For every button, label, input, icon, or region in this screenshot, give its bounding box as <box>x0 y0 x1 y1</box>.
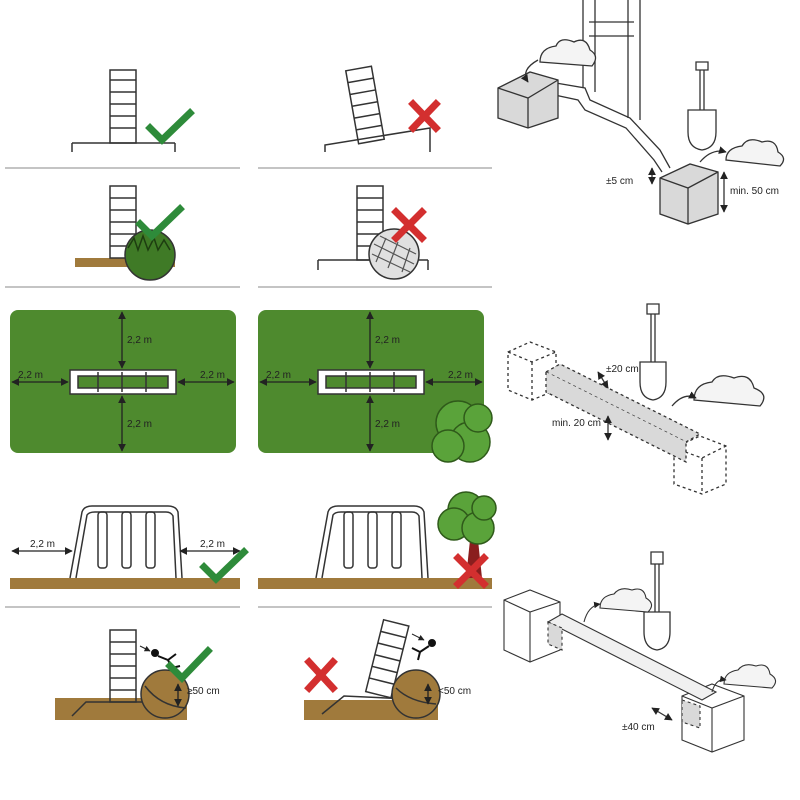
check-icon <box>199 547 249 584</box>
beam-depth-label: min. 20 cm <box>552 418 601 429</box>
level-ground-ok <box>71 69 195 152</box>
tree-icon <box>437 491 497 545</box>
beam-trench <box>507 303 765 495</box>
soil-pile-icon <box>693 375 765 407</box>
cross-icon <box>453 553 489 589</box>
climbing-frame <box>109 629 137 703</box>
fall-zone-ok: ≥50 cm <box>55 629 220 720</box>
swing-right-clear-label: 2,2 m <box>200 539 225 550</box>
clearance-top-label: 2,2 m <box>375 335 400 346</box>
row-dividers <box>5 167 492 608</box>
anchor-offset-label: ±5 cm <box>606 176 633 187</box>
climbing-frame <box>364 618 410 699</box>
check-icon <box>135 204 185 241</box>
beam-concrete <box>547 621 563 651</box>
grass-surface-ok <box>75 185 185 281</box>
hard-surface-bad <box>317 185 429 280</box>
trench-offset-label: ±40 cm <box>622 722 655 733</box>
shovel-icon <box>639 303 667 401</box>
top-view-clearance-tree: 2,2 m 2,2 m 2,2 m 2,2 m <box>258 310 493 463</box>
concrete-block <box>659 163 719 225</box>
soil-pile-icon <box>599 588 653 613</box>
fall-zone-bad: <50 cm <box>304 618 471 720</box>
child-icon <box>411 639 436 661</box>
frame-top-view <box>317 369 425 395</box>
cross-icon <box>391 207 427 243</box>
shovel-icon <box>687 61 717 151</box>
check-icon <box>165 646 213 683</box>
post-anchoring <box>497 0 785 225</box>
beam-concrete <box>681 699 701 729</box>
fall-depth-ok-label: ≥50 cm <box>187 686 220 697</box>
clearance-right-label: 2,2 m <box>200 370 225 381</box>
swing-clearance-ok: 2,2 m 2,2 m <box>10 505 249 589</box>
top-view-clearance-ok: 2,2 m 2,2 m 2,2 m 2,2 m <box>10 310 236 453</box>
climbing-frame <box>109 69 137 144</box>
swing-frame <box>69 505 183 579</box>
climbing-frame <box>109 185 137 259</box>
clearance-top-label: 2,2 m <box>127 335 152 346</box>
swing-left-clear-label: 2,2 m <box>30 539 55 550</box>
soil-pile-icon <box>723 664 777 689</box>
sloped-ground-bad <box>324 65 441 152</box>
swing-near-tree-bad <box>258 491 497 589</box>
clearance-left-label: 2,2 m <box>266 370 291 381</box>
concrete-block <box>497 71 559 129</box>
frame-top-view <box>69 369 177 395</box>
anchor-depth-label: min. 50 cm <box>730 186 779 197</box>
cross-icon <box>408 99 441 133</box>
clearance-left-label: 2,2 m <box>18 370 43 381</box>
climbing-frame <box>344 65 386 145</box>
clearance-bottom-label: 2,2 m <box>127 419 152 430</box>
tree-icon <box>431 400 493 463</box>
soil-pile-icon <box>539 39 785 167</box>
shovel-icon <box>643 551 671 651</box>
deep-trench <box>503 551 777 753</box>
clearance-right-label: 2,2 m <box>448 370 473 381</box>
cross-icon <box>304 657 338 693</box>
depth-detail <box>391 669 441 719</box>
clearance-bottom-label: 2,2 m <box>375 419 400 430</box>
swing-frame <box>315 505 429 579</box>
fall-depth-bad-label: <50 cm <box>438 686 471 697</box>
check-icon <box>145 108 195 145</box>
beam-offset-label: ±20 cm <box>606 364 639 375</box>
